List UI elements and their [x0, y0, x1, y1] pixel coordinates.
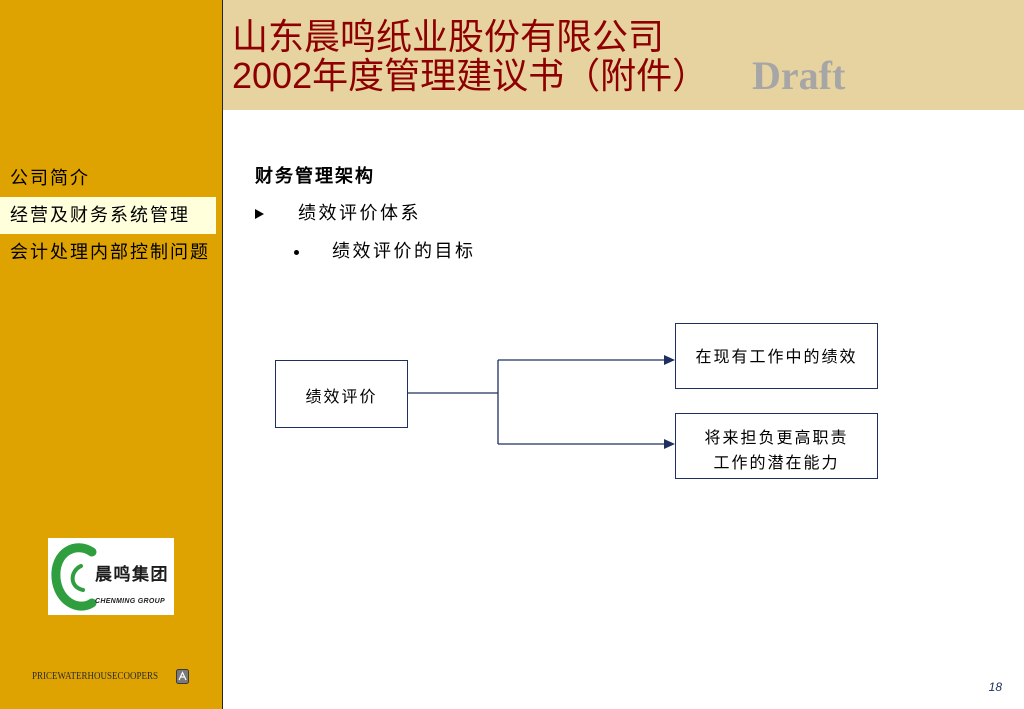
chenming-logo-graphic: 晨鸣集团 CHENMING GROUP: [48, 538, 174, 615]
title-line-document: 2002年度管理建议书（附件）: [232, 56, 708, 95]
logo-name-cn: 晨鸣集团: [95, 564, 169, 585]
node-label-line: 在现有工作中的绩效: [695, 344, 857, 369]
dot-bullet-icon: [294, 250, 299, 255]
section-nav: 公司简介 经营及财务系统管理 会计处理内部控制问题: [0, 160, 216, 271]
node-performance-evaluation: 绩效评价: [275, 360, 408, 428]
arrowhead-to-future-potential: [664, 439, 675, 449]
logo-name-en: CHENMING GROUP: [95, 598, 165, 605]
node-future-potential: 将来担负更高职责 工作的潜在能力: [675, 413, 878, 479]
chenming-leaf-icon: [73, 566, 83, 590]
node-current-performance: 在现有工作中的绩效: [675, 323, 878, 389]
arrow-bullet-icon: [255, 209, 264, 219]
section-heading: 财务管理架构: [255, 167, 375, 187]
bullet-text: 绩效评价的目标: [332, 241, 476, 263]
pwc-emblem-graphic: [176, 669, 189, 684]
title-line-company: 山东晨鸣纸业股份有限公司: [232, 17, 708, 56]
nav-item-operations-finance-systems[interactable]: 经营及财务系统管理: [0, 197, 216, 234]
bullet-slot: [255, 209, 298, 219]
draft-label: Draft: [752, 56, 845, 96]
sidebar: 公司简介 经营及财务系统管理 会计处理内部控制问题 晨鸣集团 CHENMING …: [0, 0, 223, 709]
bullet-slot: [294, 250, 332, 255]
bullet-text: 绩效评价体系: [298, 203, 421, 225]
bullet-item-evaluation-system: 绩效评价体系: [255, 203, 421, 225]
nav-item-accounting-internal-control[interactable]: 会计处理内部控制问题: [0, 234, 216, 271]
nav-item-company-profile[interactable]: 公司简介: [0, 160, 216, 197]
node-label-line: 绩效评价: [305, 384, 377, 409]
arrowhead-to-current-performance: [664, 355, 675, 365]
firm-logo-text: PRICEWATERHOUSECOOPERS: [32, 670, 158, 684]
page-title: 山东晨鸣纸业股份有限公司 2002年度管理建议书（附件）: [232, 17, 708, 95]
node-label-line: 工作的潜在能力: [713, 450, 839, 475]
bullet-item-evaluation-goals: 绩效评价的目标: [294, 241, 476, 263]
pwc-emblem-icon: [176, 669, 189, 684]
company-logo: 晨鸣集团 CHENMING GROUP: [48, 538, 174, 615]
page-number: 18: [989, 680, 1002, 694]
node-label-line: 将来担负更高职责: [704, 425, 848, 450]
